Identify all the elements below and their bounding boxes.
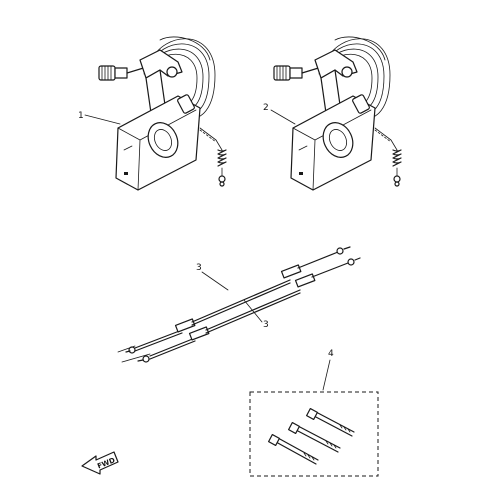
control-housing-2 <box>290 94 376 191</box>
control-cable-lower <box>137 257 361 363</box>
bolt-kit-4: 4 <box>249 349 379 477</box>
callout-3-upper: 3 <box>196 263 202 273</box>
safety-lanyard-1 <box>199 127 227 187</box>
safety-lanyard-2 <box>374 127 402 187</box>
bolt-medium <box>287 421 341 453</box>
kit-boundary <box>249 391 379 477</box>
remote-control-box-2: 2 <box>263 36 402 191</box>
bolt-long <box>305 407 355 437</box>
cable-connector-1 <box>98 65 151 81</box>
callout-3-lower: 3 <box>263 320 269 330</box>
control-cable-upper <box>125 246 351 354</box>
bolt-short <box>267 433 319 465</box>
control-cables-3: 3 3 <box>117 246 361 363</box>
cable-connector-2 <box>273 65 326 81</box>
callout-4: 4 <box>328 349 334 359</box>
callout-2: 2 <box>263 103 269 113</box>
fwd-direction-arrow: FWD <box>81 451 119 475</box>
callout-1: 1 <box>78 111 84 121</box>
control-housing-1 <box>115 94 201 191</box>
remote-control-box-1: 1 <box>78 36 227 191</box>
